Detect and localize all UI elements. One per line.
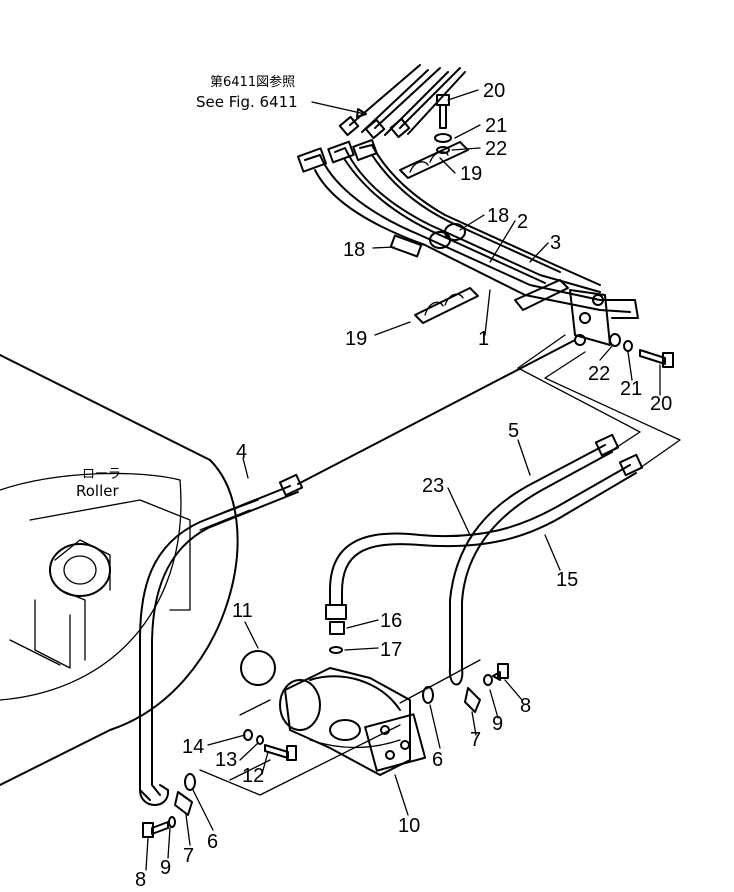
callout-17: 17: [380, 639, 402, 661]
roller-label-en: Roller: [76, 482, 119, 500]
callout-13: 13: [215, 749, 237, 771]
clamp-plate-upper: [399, 141, 469, 179]
ref-label-en: See Fig. 6411: [196, 93, 298, 111]
callout-4: 4: [236, 441, 247, 463]
hose-15: [325, 453, 644, 620]
o-ring-6-right: [422, 686, 434, 704]
callout-6-left: 6: [207, 831, 218, 853]
bolt-set-8-9-left: [142, 816, 176, 838]
callout-10: 10: [398, 815, 420, 837]
callout-1: 1: [478, 328, 489, 350]
callout-20-upper: 20: [483, 80, 505, 102]
callout-9-right: 9: [492, 713, 503, 735]
o-ring-6-left: [184, 773, 196, 791]
tube-bundle: [296, 139, 639, 346]
callout-22-right: 22: [588, 363, 610, 385]
mount-outline-b: [399, 659, 481, 704]
mount-lines: [229, 699, 271, 781]
callout-3: 3: [550, 232, 561, 254]
callout-7-left: 7: [183, 845, 194, 867]
mount-outline: [199, 724, 401, 796]
leader-fig6411: [311, 101, 366, 115]
callout-9-left: 9: [160, 857, 171, 879]
callout-21-upper: 21: [485, 115, 507, 137]
callout-19-upper: 19: [460, 163, 482, 185]
bolt-set-motor: [243, 729, 297, 761]
bolt-set-upper: [434, 94, 452, 154]
callout-16: 16: [380, 610, 402, 632]
bolt-set-8-9-right: [483, 663, 509, 686]
hose-5: [448, 433, 620, 686]
callout-8-right: 8: [520, 695, 531, 717]
callout-8-left: 8: [135, 869, 146, 891]
roller-drum: [0, 354, 239, 786]
callout-14: 14: [182, 736, 204, 758]
callout-21-right: 21: [620, 378, 642, 400]
o-ring-11: [240, 650, 276, 686]
callout-6-right: 6: [432, 749, 443, 771]
ref-line-b: [544, 351, 681, 469]
flange-7-left: [174, 791, 193, 816]
callout-12: 12: [242, 765, 264, 787]
roller-label-ja: ローラ: [82, 467, 121, 482]
fitting-16-17: [329, 621, 345, 654]
leader-lines: [145, 89, 661, 871]
motor-assembly: [279, 667, 427, 776]
bolt-set-right: [609, 333, 674, 368]
callout-18-left: 18: [343, 239, 365, 261]
ref-label-ja: 第6411図参照: [210, 74, 295, 90]
flange-7-right: [464, 687, 481, 713]
callout-2: 2: [517, 211, 528, 233]
callout-20-right: 20: [650, 393, 672, 415]
callout-5: 5: [508, 420, 519, 442]
callout-15: 15: [556, 569, 578, 591]
hose-4: [139, 339, 576, 806]
callout-22-upper: 22: [485, 138, 507, 160]
callout-18-right: 18: [487, 205, 509, 227]
clamp-plate-lower: [414, 287, 479, 324]
callout-11: 11: [232, 600, 253, 622]
callout-7-right: 7: [470, 729, 481, 751]
callout-19-lower: 19: [345, 328, 367, 350]
ref-line-a: [517, 334, 641, 459]
callout-23: 23: [422, 475, 444, 497]
